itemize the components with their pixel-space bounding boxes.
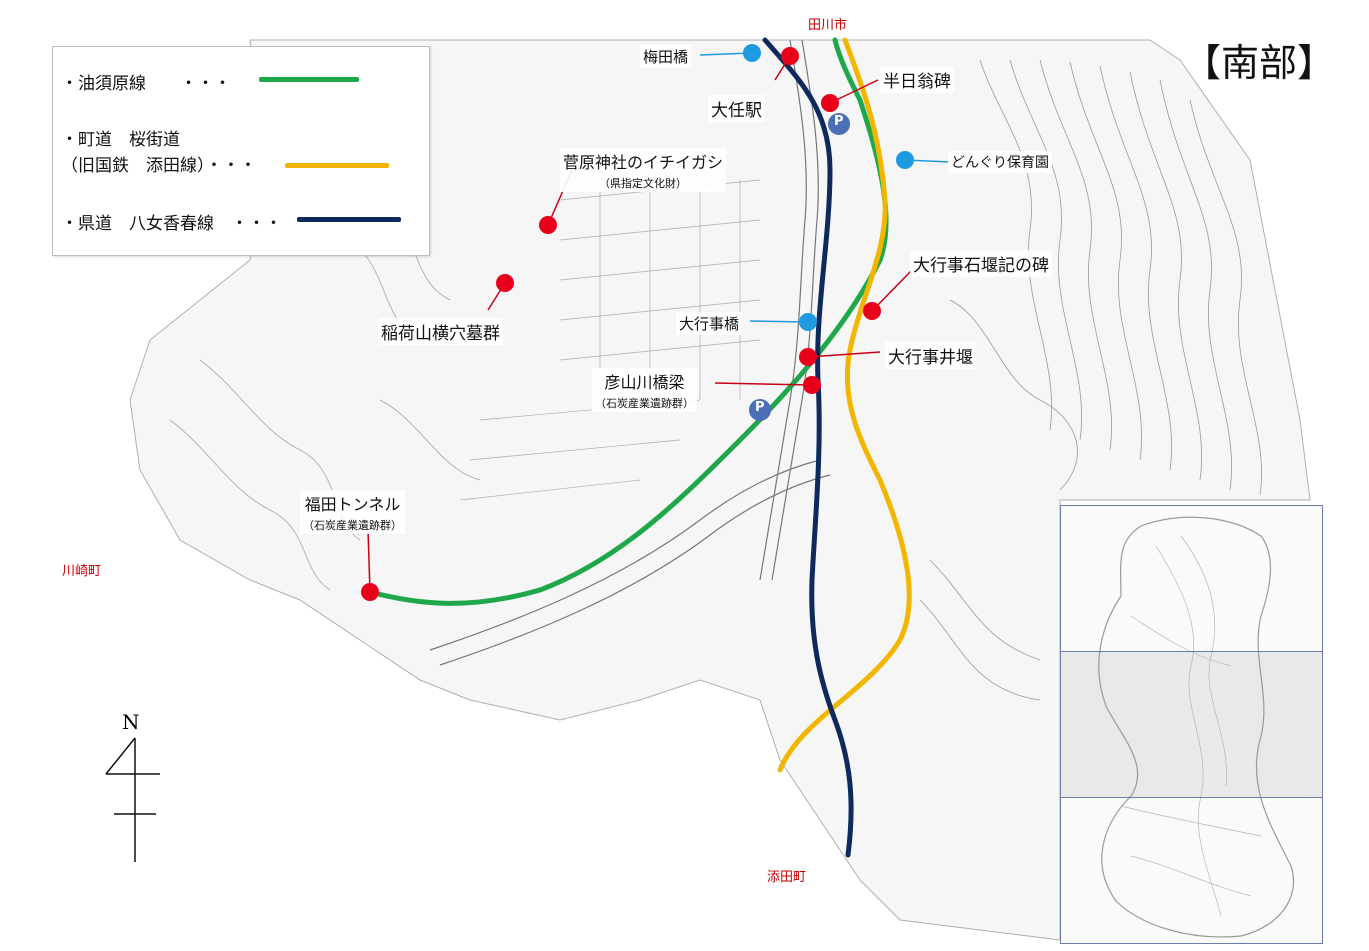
route-yame-kawara-line [762, 37, 854, 858]
parking-label: P [834, 114, 844, 129]
marker-donguri [896, 151, 914, 169]
map-legend: ・油須原線 ・・・ ・町道 桜街道 （旧国鉄 添田線）・・・ ・県道 八女香春線… [52, 46, 430, 256]
marker-daigyoji-bridge [799, 313, 817, 331]
label-daigyoji-iseki: 大行事井堰 [885, 342, 976, 369]
inset-divider [1061, 797, 1322, 798]
legend-yusubaru-swatch [259, 77, 359, 82]
label-daigyoji-bridge: 大行事橋 [676, 312, 743, 335]
map-title: 【南部】 [1183, 41, 1336, 85]
inset-overview-map [1060, 505, 1323, 944]
north-letter: N [122, 710, 140, 734]
label-donguri: どんぐり保育園 [948, 151, 1052, 173]
inset-outline [1098, 516, 1295, 938]
label-fukuda: 福田トンネル （石炭産業遺跡群） [300, 490, 405, 534]
label-hannichi: 半日翁碑 [880, 66, 954, 93]
marker-daijin-station [781, 47, 799, 65]
red-markers [361, 47, 881, 601]
label-umeda-bridge: 梅田橋 [640, 45, 692, 68]
marker-sugawara [539, 216, 557, 234]
label-hikosan: 彦山川橋梁 （石炭産業遺跡群） [592, 368, 697, 412]
label-inariyama: 稲荷山横穴墓群 [378, 318, 503, 345]
marker-inariyama [496, 274, 514, 292]
place-kawasaki: 川崎町 [62, 564, 102, 579]
label-sugawara: 菅原神社のイチイガシ （県指定文化財） [560, 148, 727, 192]
river-lines [429, 39, 831, 666]
legend-sakura-label2: （旧国鉄 添田線）・・・ [61, 156, 257, 176]
place-tagawa: 田川市 [808, 18, 848, 33]
parking-icon [828, 113, 850, 135]
label-sugawara-text: 菅原神社のイチイガシ [563, 153, 724, 172]
blue-markers [743, 44, 914, 331]
inset-detail-lines [1120, 535, 1262, 917]
marker-daigyoji-ishizeki [863, 302, 881, 320]
legend-yame-label: ・県道 八女香春線 ・・・ [61, 214, 282, 234]
marker-hikosan [803, 376, 821, 394]
marker-fukuda [361, 583, 379, 601]
parking-label: P [755, 400, 765, 415]
label-daijin-station: 大任駅 [708, 95, 765, 122]
label-sugawara-sub: （県指定文化財） [599, 177, 687, 190]
legend-sakura-label: ・町道 桜街道 [61, 130, 180, 150]
contour-lines [919, 59, 1262, 701]
place-soeda: 添田町 [767, 870, 807, 885]
label-hikosan-text: 彦山川橋梁 [604, 373, 685, 392]
route-sakura-kaido [777, 37, 912, 773]
route-yusubaru-line [367, 37, 889, 606]
north-arrow-symbol [105, 737, 160, 862]
marker-hannichi [821, 94, 839, 112]
legend-sakura-swatch [285, 163, 389, 168]
label-fukuda-sub: （石炭産業遺跡群） [303, 519, 402, 532]
marker-daigyoji-iseki [799, 348, 817, 366]
parking-icon [749, 399, 771, 421]
parking-icons [749, 113, 850, 421]
inset-divider [1061, 651, 1322, 652]
north-arrow: N [100, 710, 170, 874]
legend-yusubaru-label: ・油須原線 ・・・ [61, 74, 231, 94]
inset-highlight [1061, 651, 1322, 797]
label-fukuda-text: 福田トンネル [304, 495, 401, 514]
legend-yame-swatch [297, 217, 401, 222]
label-daigyoji-ishizeki: 大行事石堰記の碑 [910, 250, 1052, 277]
label-hikosan-sub: （石炭産業遺跡群） [595, 397, 694, 410]
inset-map-drawing [1061, 516, 1322, 938]
marker-umeda-bridge [743, 44, 761, 62]
